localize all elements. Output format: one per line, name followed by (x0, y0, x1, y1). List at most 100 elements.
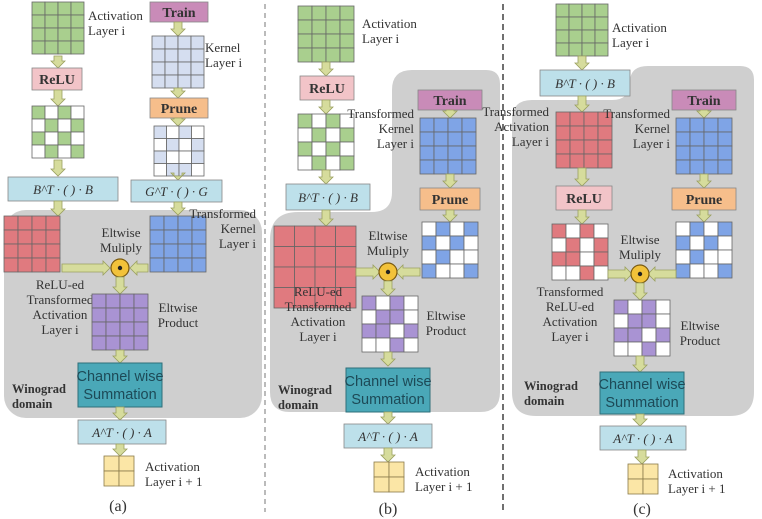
output-activation-grid (373, 461, 405, 493)
arrow-down (632, 282, 648, 301)
channel-sum-label: Summation (351, 392, 424, 408)
arrow-down (318, 61, 334, 77)
transformed-activation-grid (555, 111, 613, 169)
eltwise-multiply-label: Muliply (367, 243, 409, 258)
arrow-down (50, 159, 66, 177)
activation-label: Layer i (88, 23, 126, 38)
transformed-activation-label: Transformed (482, 104, 549, 119)
output-label: Activation (668, 466, 723, 481)
relu-box (555, 185, 613, 211)
arrow-down (574, 209, 590, 225)
pruned-transformed-kernel-grid (675, 221, 733, 279)
channel-sum-label: Summation (83, 387, 156, 403)
eltwise-product-label: Eltwise (159, 300, 198, 315)
winograd-domain-label: domain (12, 397, 52, 411)
channel-sum-box (599, 371, 685, 415)
prune-label: Prune (161, 102, 198, 117)
relu-ed-label: Transformed (285, 299, 352, 314)
transformed-kernel-grid (675, 117, 733, 175)
activation-grid (555, 3, 609, 57)
train-label: Train (687, 94, 720, 109)
relu-ed-label: Activation (33, 307, 88, 322)
channel-sum-label: Summation (605, 395, 678, 411)
relu-box (299, 75, 355, 101)
pruned-transformed-kernel-grid (421, 221, 479, 279)
transformed-kernel-label: Kernel (379, 121, 415, 136)
transformed-activation-label: Layer i (512, 134, 550, 149)
panel-caption: (b) (379, 501, 398, 518)
arrow-down (380, 411, 396, 425)
multiply-dot-icon (385, 269, 391, 275)
arrow-down (574, 167, 590, 187)
channel-sum-box (345, 367, 431, 413)
at-transform-box (599, 425, 687, 451)
gt-transform-label: G^T · ( ) · G (145, 184, 208, 199)
activation-grid (31, 1, 85, 55)
transformed-kernel-grid (419, 117, 477, 175)
output-label: Layer i + 1 (415, 479, 473, 494)
relu-label: ReLU (309, 82, 345, 97)
activation-label: Activation (88, 8, 143, 23)
arrow-down (442, 109, 458, 119)
eltwise-product-grid (613, 299, 671, 357)
multiply-dot-icon (637, 271, 643, 277)
bt-transform-box (285, 183, 371, 211)
at-transform-label: A^T · ( ) · A (612, 431, 673, 446)
channel-sum-label: Channel wise (598, 377, 685, 393)
activation-label: Layer i (362, 31, 400, 46)
arrow-down (318, 169, 334, 185)
relu-ed-label: Transformed (27, 292, 94, 307)
winograd-domain-label: domain (278, 398, 318, 412)
arrow-right (355, 264, 381, 280)
transformed-kernel-label: Layer i (219, 236, 257, 251)
winograd-domain-label: Winograd (524, 379, 578, 393)
channel-sum-label: Channel wise (76, 369, 163, 385)
relu-ed-label: Activation (543, 314, 598, 329)
kernel-label: Layer i (205, 55, 243, 70)
train-label: Train (162, 6, 195, 21)
relu-ed-label: Layer i (299, 329, 337, 344)
eltwise-multiply-label: Eltwise (621, 232, 660, 247)
bt-transform-label: B^T · ( ) · B (298, 190, 358, 205)
arrow-down (574, 95, 590, 113)
arrow-down (380, 351, 396, 367)
eltwise-product-label: Product (680, 333, 721, 348)
panel-caption: (c) (633, 501, 651, 518)
activation-label: Activation (362, 16, 417, 31)
arrow-down (50, 55, 66, 69)
activation-label: Activation (612, 20, 667, 35)
transformed-kernel-label: Layer i (377, 136, 415, 151)
arrow-down (696, 209, 712, 223)
bt-transform-box (7, 176, 119, 202)
train-label: Train (433, 94, 466, 109)
panel-caption: (a) (109, 498, 127, 515)
arrow-right (61, 260, 111, 276)
arrow-down (50, 200, 66, 217)
arrow-down (380, 280, 396, 297)
transformed-kernel-label: Transformed (347, 106, 414, 121)
arrow-down (380, 447, 396, 463)
eltwise-multiply-label: Eltwise (102, 225, 141, 240)
arrow-down (112, 406, 128, 421)
activation-grid (297, 5, 355, 63)
arrow-down (170, 87, 186, 99)
arrow-left (395, 264, 421, 280)
eltwise-product-label: Product (158, 315, 199, 330)
arrow-down (170, 21, 186, 37)
output-label: Layer i + 1 (668, 481, 726, 496)
multiply-dot-icon (117, 265, 123, 271)
arrow-down (112, 276, 128, 295)
eltwise-multiply-label: Muliply (100, 240, 142, 255)
at-transform-label: A^T · ( ) · A (91, 425, 152, 440)
arrow-down (112, 443, 128, 457)
relu-ed-label: Layer i (41, 322, 79, 337)
at-transform-box (343, 423, 433, 449)
relu-ed-label: Layer i (551, 329, 589, 344)
arrow-down (170, 201, 186, 216)
transformed-kernel-grid (149, 215, 207, 273)
eltwise-product-label: Eltwise (427, 308, 466, 323)
output-label: Activation (415, 464, 470, 479)
at-transform-box (77, 419, 167, 445)
prune-label: Prune (432, 193, 469, 208)
